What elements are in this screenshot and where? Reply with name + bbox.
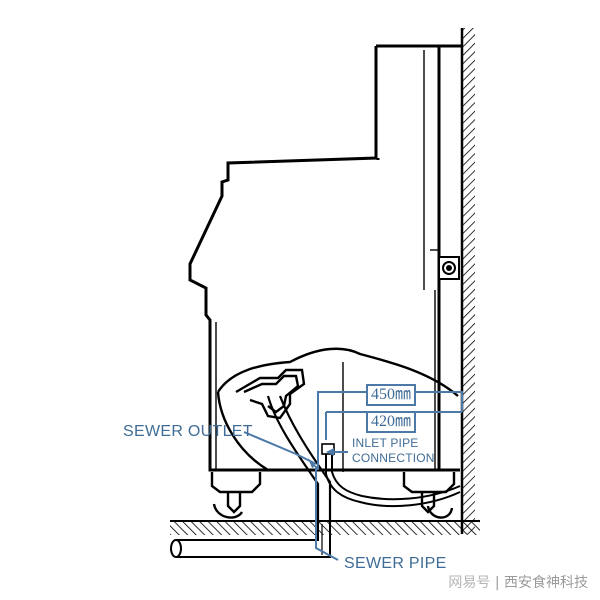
inlet-pipe-label: INLET PIPE CONNECTION bbox=[352, 436, 435, 466]
sewer-pipe bbox=[170, 524, 331, 558]
watermark: 网易号 | 西安食神科技 bbox=[448, 572, 588, 592]
machine-feet bbox=[210, 472, 456, 519]
tank bbox=[216, 347, 459, 472]
inlet-pipe-label-line1: INLET PIPE bbox=[352, 436, 419, 450]
dimension-450: 450㎜ bbox=[366, 384, 417, 406]
leader-arrows bbox=[308, 448, 334, 468]
watermark-source: 网易号 bbox=[448, 575, 491, 591]
wall bbox=[460, 28, 475, 534]
floor bbox=[170, 520, 480, 535]
machine-body bbox=[188, 44, 462, 472]
dimension-420: 420㎜ bbox=[366, 411, 417, 433]
watermark-author: 西安食神科技 bbox=[504, 575, 588, 591]
sewer-outlet-label: SEWER OUTLET bbox=[123, 423, 253, 440]
sewer-pipe-label: SEWER PIPE bbox=[344, 555, 447, 572]
machine-details bbox=[215, 50, 440, 472]
inlet-pipe bbox=[321, 443, 461, 508]
watermark-separator: | bbox=[490, 575, 504, 591]
inlet-pipe-label-line2: CONNECTION bbox=[352, 451, 435, 465]
side-knob bbox=[438, 256, 460, 280]
sewer-outlet-hose bbox=[266, 395, 332, 524]
